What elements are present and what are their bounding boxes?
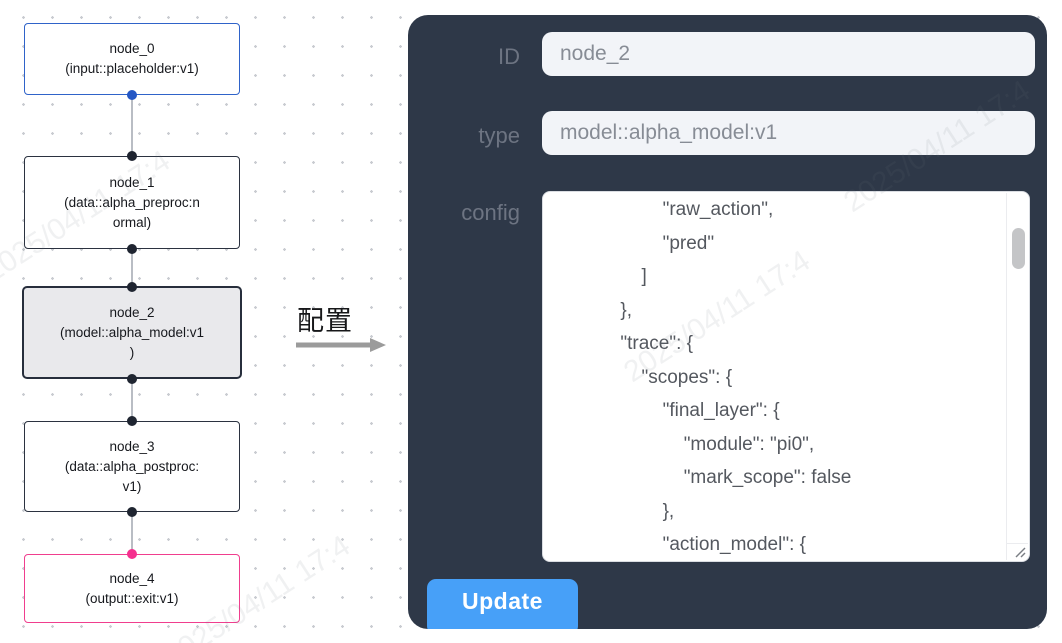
node-type: (input::placeholder:v1)	[65, 61, 199, 76]
port-node3-output[interactable]	[127, 507, 137, 517]
port-node1-input[interactable]	[127, 151, 137, 161]
config-field-label: config	[461, 200, 520, 225]
flow-node-0[interactable]: node_0 (input::placeholder:v1)	[24, 23, 240, 95]
node-type: (model::alpha_model:v1 )	[59, 324, 205, 360]
port-node0-output[interactable]	[127, 90, 137, 100]
port-node2-output[interactable]	[127, 374, 137, 384]
node-type: (output::exit:v1)	[85, 590, 179, 606]
port-node2-input[interactable]	[127, 282, 137, 292]
node-config-panel: ID type config "raw_action", "pred" ] },…	[408, 15, 1047, 629]
update-button[interactable]: Update	[427, 579, 578, 629]
transition-label: 配置	[297, 306, 353, 336]
config-json-text[interactable]: "raw_action", "pred" ] }, "trace": { "sc…	[620, 199, 852, 555]
node-name: node_2	[109, 304, 155, 320]
right-arrow-icon	[296, 338, 386, 352]
node-name: node_1	[109, 174, 155, 190]
flow-node-1[interactable]: node_1 (data::alpha_preproc:n ormal)	[24, 156, 240, 249]
node-type: (data::alpha_postproc: v1)	[64, 458, 200, 494]
type-input[interactable]	[542, 111, 1035, 155]
id-input[interactable]	[542, 32, 1035, 76]
id-field-label: ID	[498, 44, 520, 69]
edge-node3-node4	[131, 512, 133, 555]
flow-node-4[interactable]: node_4 (output::exit:v1)	[24, 554, 240, 623]
node-name: node_3	[109, 438, 155, 454]
resize-grip-icon[interactable]	[1013, 545, 1026, 558]
type-field-label: type	[478, 123, 520, 148]
edge-node2-node3	[131, 379, 133, 422]
node-name: node_4	[109, 570, 155, 586]
config-textarea[interactable]: "raw_action", "pred" ] }, "trace": { "sc…	[542, 191, 1030, 562]
node-type: (data::alpha_preproc:n ormal)	[64, 194, 200, 230]
edge-node1-node2	[131, 249, 133, 287]
port-node4-input[interactable]	[127, 549, 137, 559]
scrollbar-thumb[interactable]	[1012, 228, 1025, 269]
flow-node-3[interactable]: node_3 (data::alpha_postproc: v1)	[24, 421, 240, 512]
scrollbar-corner-line	[1007, 543, 1028, 544]
node-name: node_0	[109, 41, 155, 56]
port-node1-output[interactable]	[127, 244, 137, 254]
edge-node0-node1	[131, 95, 133, 157]
port-node3-input[interactable]	[127, 416, 137, 426]
flow-node-2-selected[interactable]: node_2 (model::alpha_model:v1 )	[22, 286, 242, 379]
scrollbar-track-separator	[1006, 193, 1007, 560]
